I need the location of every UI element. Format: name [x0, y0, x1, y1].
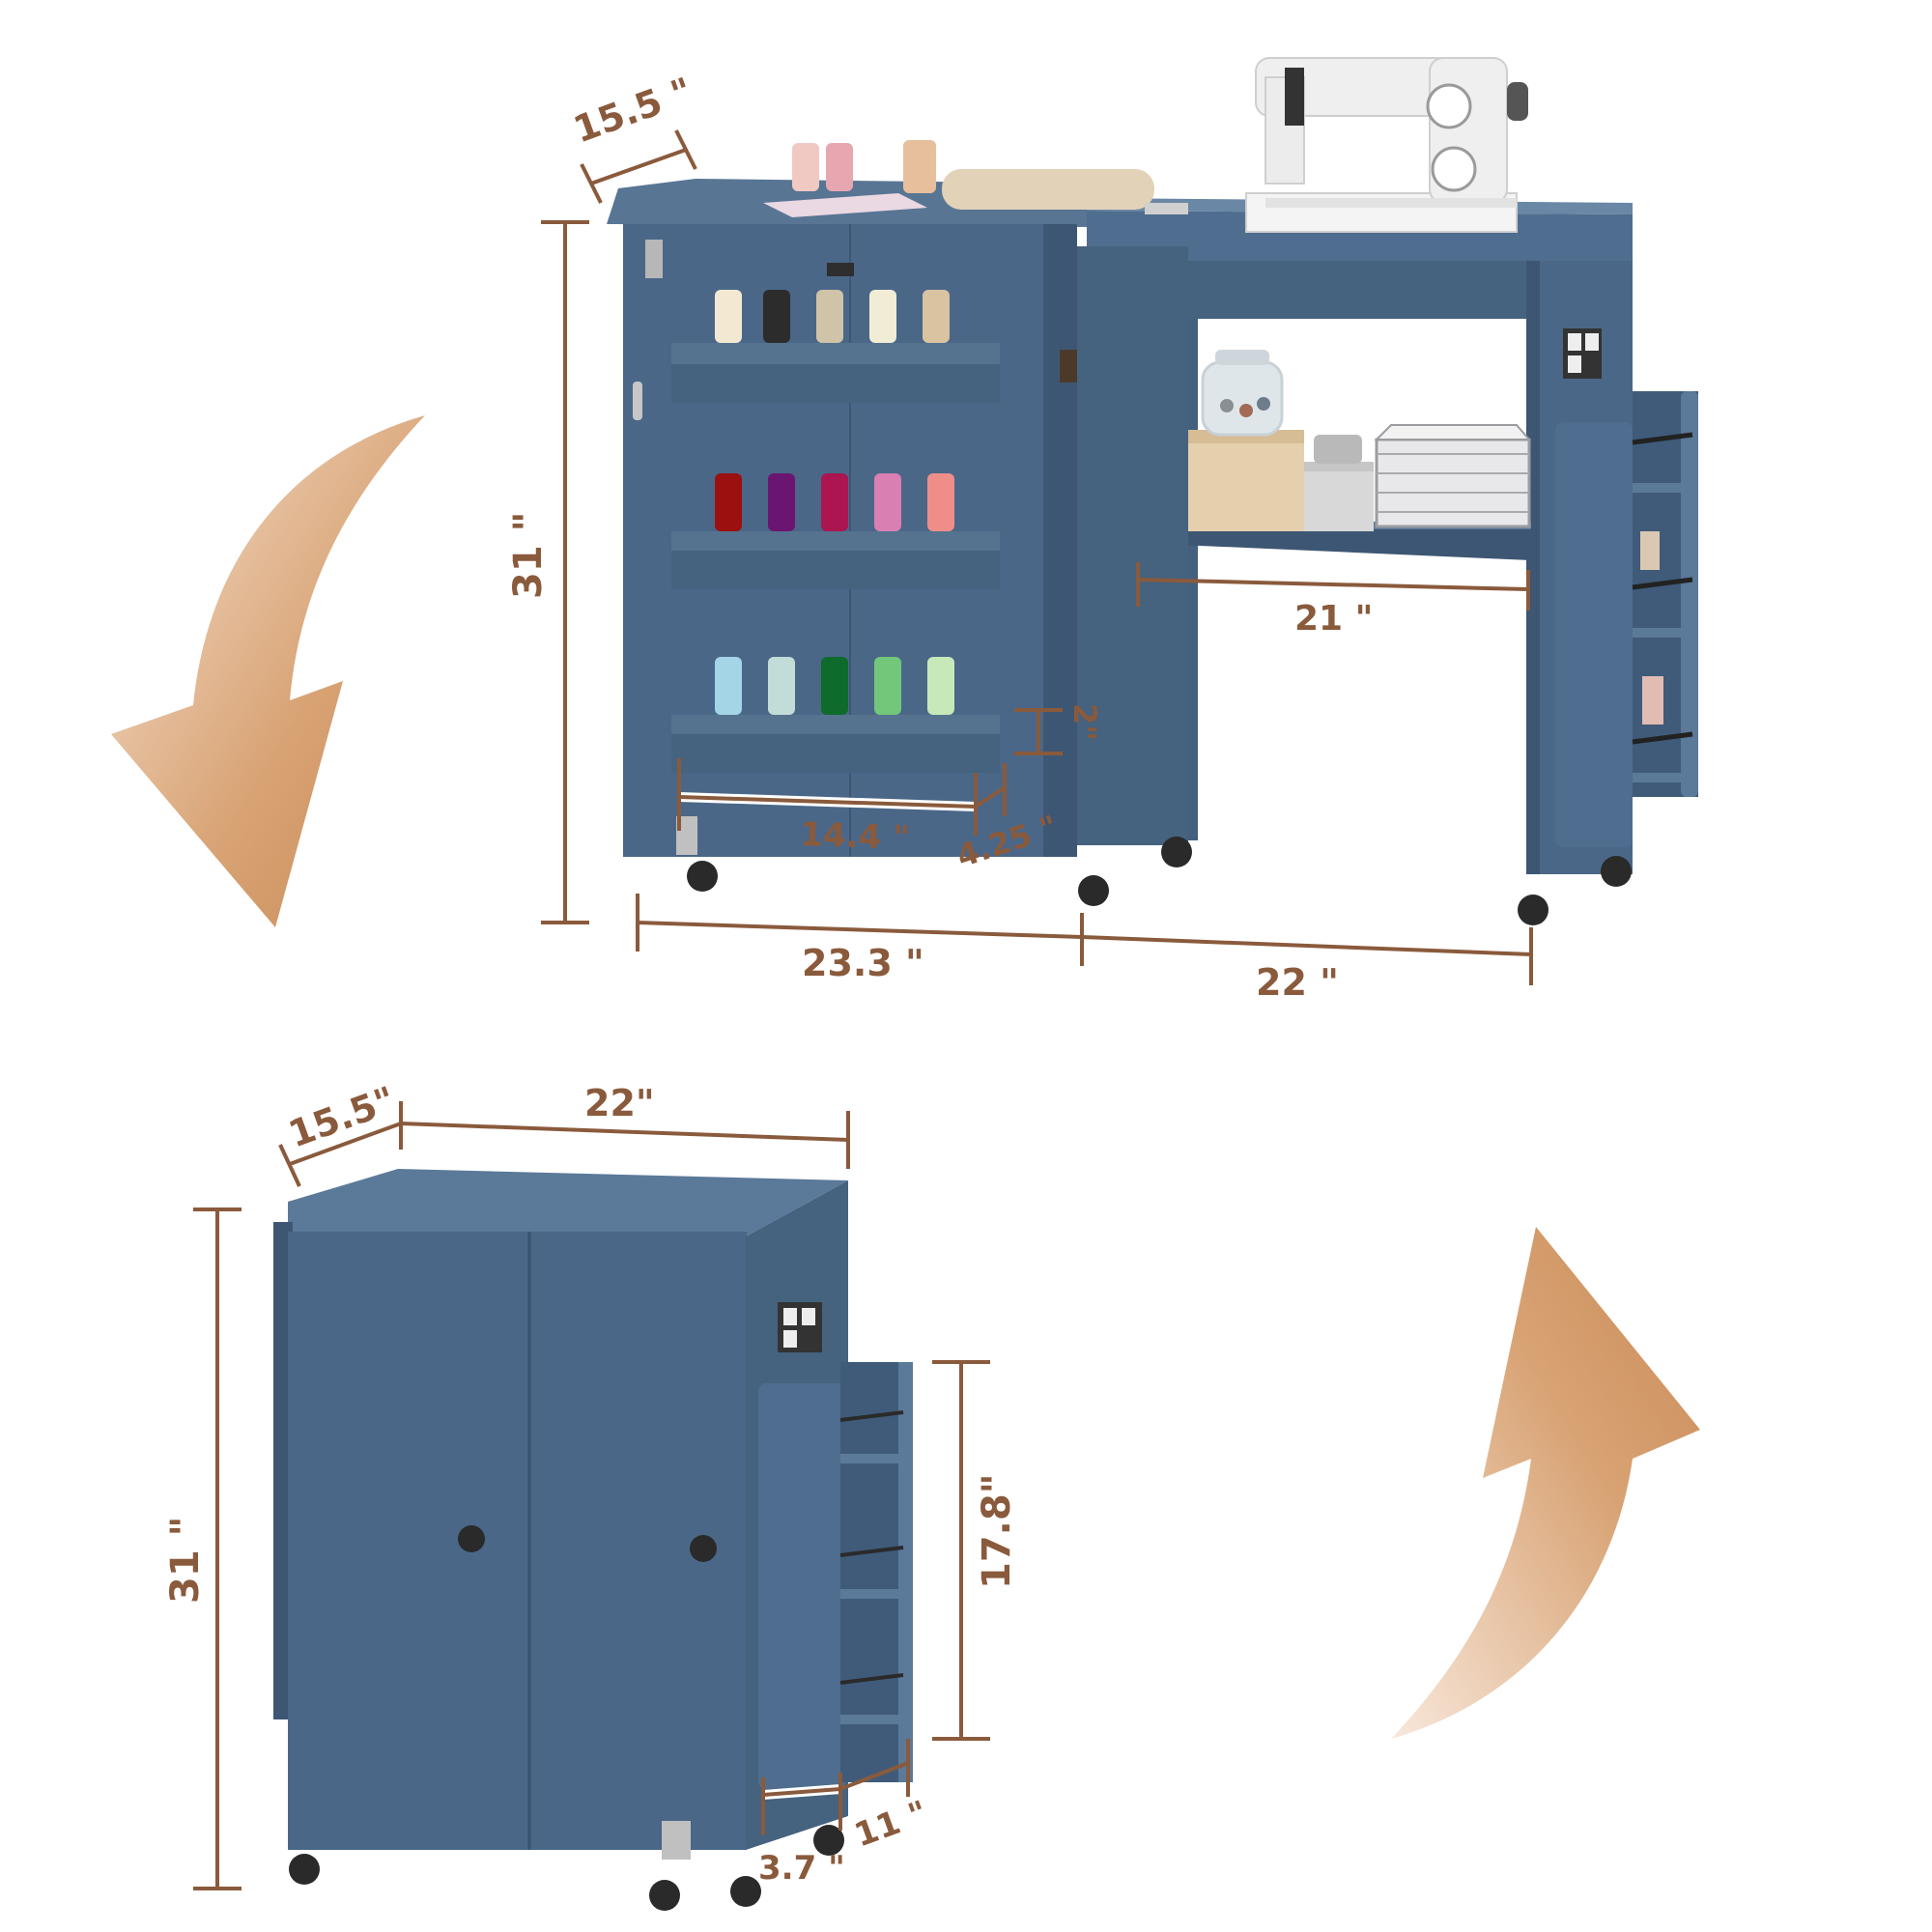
left-width-label: 23.3 ": [802, 942, 924, 984]
door-rack-top: [671, 290, 1000, 403]
folded-height-label: 31 ": [163, 1517, 208, 1604]
folded-top: [288, 1169, 848, 1236]
door-rack-middle: [671, 473, 1000, 589]
side-storage-rack: [1555, 391, 1698, 847]
casters-expanded: [676, 816, 1632, 925]
side-rack-depth-label: 11 ": [849, 1794, 932, 1856]
hinge: [645, 240, 663, 278]
door-knob-right: [690, 1535, 717, 1562]
rack-width-label: 14.4 ": [800, 815, 911, 858]
lower-shelf: [1135, 529, 1531, 560]
side-rack-height-label: 17.8": [975, 1473, 1019, 1589]
curved-arrow-up-icon: [1391, 1227, 1700, 1739]
sewing-machine: [1245, 57, 1528, 233]
glass-jar: [1201, 360, 1284, 437]
folded-width-label: 22": [584, 1082, 655, 1124]
door-rack-bottom: [671, 657, 1000, 773]
expanded-depth-label: 15.5 ": [568, 70, 697, 152]
right-width-label: 22 ": [1256, 961, 1339, 1004]
door-knob-left: [458, 1525, 485, 1552]
curved-arrow-down-icon: [111, 415, 425, 927]
shelf-width-label: 21 ": [1294, 599, 1373, 639]
tabletop-supplies: [763, 140, 1188, 217]
folded-cabinet: [273, 1169, 913, 1911]
dimension-lines: [193, 129, 1533, 1890]
rack-height-label: 2": [1066, 703, 1103, 741]
latch: [633, 382, 642, 420]
power-outlet-icon: [1563, 328, 1602, 379]
side-rack-width-label: 3.7 ": [758, 1849, 845, 1888]
left-door: [288, 1232, 529, 1850]
wire-basket: [1375, 438, 1531, 528]
small-box: [1304, 469, 1374, 531]
storage-box: [1183, 440, 1304, 531]
expanded-height-label: 31 ": [506, 512, 551, 599]
folded-side-rack: [758, 1362, 913, 1789]
casters-folded: [289, 1821, 844, 1911]
power-outlet-icon: [778, 1302, 822, 1352]
